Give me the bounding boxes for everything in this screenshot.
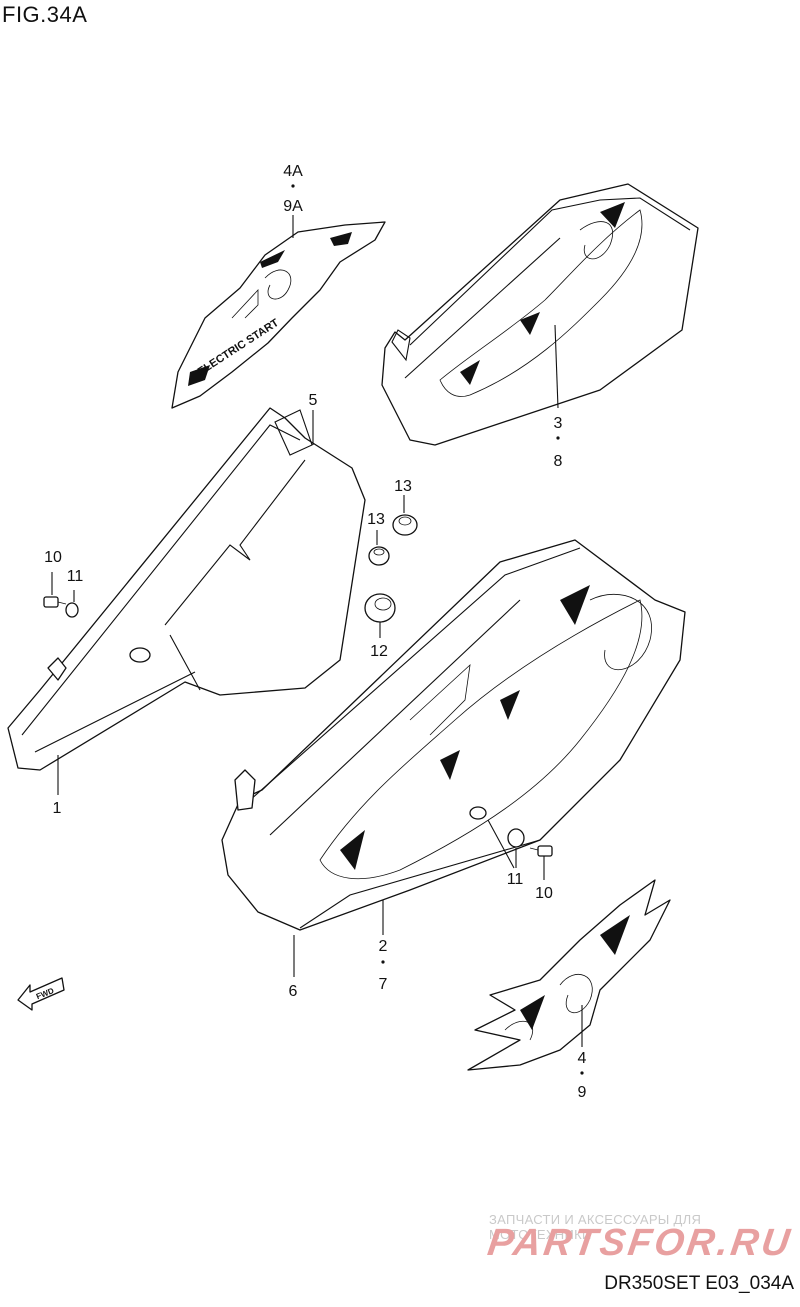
decal-electric-start: ELECTRIC START bbox=[171, 221, 386, 409]
forward-arrow-icon: FWD bbox=[17, 977, 65, 1011]
grommet-12 bbox=[364, 593, 396, 623]
callout-4a: 4A bbox=[283, 163, 303, 180]
callout-4: 4 bbox=[578, 1050, 587, 1067]
screw-10-right bbox=[529, 845, 553, 857]
part-2-main-cover bbox=[221, 539, 686, 931]
callout-9a: 9A bbox=[283, 198, 303, 215]
screw-10-left bbox=[43, 596, 67, 608]
callout-3: 3 bbox=[554, 415, 563, 432]
callout-9: 9 bbox=[578, 1084, 587, 1101]
washer-11-right bbox=[507, 828, 525, 848]
callout-6: 6 bbox=[289, 983, 298, 1000]
callout-5: 5 bbox=[309, 392, 318, 409]
grommet-13-upper bbox=[392, 514, 418, 536]
watermark-caption: ЗАПЧАСТИ И АКСЕССУАРЫ ДЛЯ МОТОТЕХНИКИ bbox=[489, 1212, 702, 1242]
callout-10-left: 10 bbox=[44, 549, 62, 566]
callout-13-upper: 13 bbox=[394, 478, 412, 495]
callout-8: 8 bbox=[554, 453, 563, 470]
callout-11-left: 11 bbox=[67, 568, 84, 585]
callout-1: 1 bbox=[53, 800, 62, 817]
callout-11-right: 11 bbox=[507, 871, 524, 888]
part-5-left-cover bbox=[7, 407, 366, 771]
callout-12: 12 bbox=[370, 643, 388, 660]
decal-350 bbox=[467, 879, 671, 1071]
part-3-right-cover bbox=[381, 183, 699, 446]
callout-10-right: 10 bbox=[535, 885, 553, 902]
grommet-13-lower bbox=[368, 546, 390, 566]
figure-code: DR350SET E03_034A bbox=[604, 1273, 794, 1294]
figure-title: FIG.34A bbox=[2, 2, 88, 27]
washer-11-left bbox=[65, 602, 79, 618]
callout-13-lower: 13 bbox=[367, 511, 385, 528]
separator-dots bbox=[291, 184, 584, 1075]
leader-lines bbox=[51, 215, 583, 1047]
watermark-logo: PARTSFOR.RU bbox=[485, 1222, 795, 1264]
callout-7: 7 bbox=[379, 976, 388, 993]
callouts: 4A 9A 5 3 8 13 13 10 11 12 1 11 10 2 7 6… bbox=[44, 163, 586, 1101]
callout-2: 2 bbox=[379, 938, 388, 955]
